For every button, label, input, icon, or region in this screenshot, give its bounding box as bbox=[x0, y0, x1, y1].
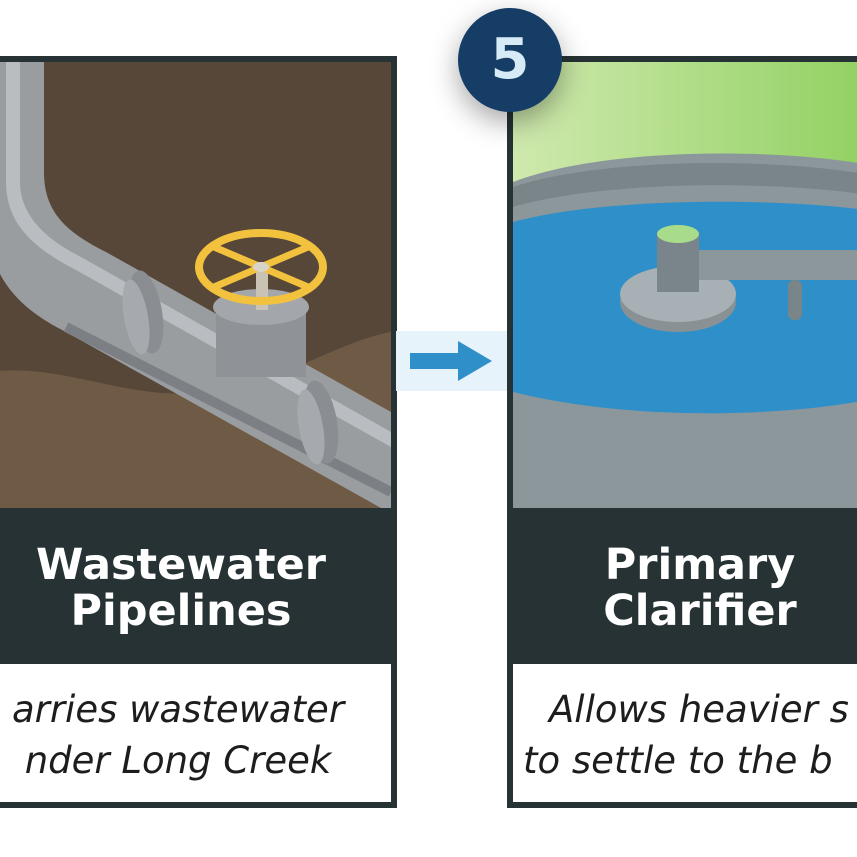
description-line-1: arries wastewater bbox=[11, 688, 345, 731]
flow-connector bbox=[396, 331, 507, 391]
card-description: Allows heavier s to settle to the b bbox=[513, 664, 857, 802]
valve-wheel-icon bbox=[195, 229, 327, 305]
title-line-2: Clarifier bbox=[603, 586, 797, 636]
clarifier-illustration bbox=[513, 62, 857, 508]
right-arrow-icon bbox=[396, 331, 507, 391]
title-band bbox=[513, 508, 857, 664]
step-number-badge: 5 bbox=[458, 8, 562, 112]
title-line-1: Wastewater bbox=[36, 540, 326, 590]
description-line-1: Allows heavier s bbox=[549, 688, 849, 731]
step-number: 5 bbox=[490, 27, 530, 92]
title-band bbox=[0, 508, 391, 664]
card-description: arries wastewater nder Long Creek bbox=[0, 664, 391, 802]
description-line-2: nder Long Creek bbox=[24, 739, 332, 782]
pipeline-illustration bbox=[0, 62, 391, 508]
card-title: Wastewater Pipelines bbox=[0, 542, 376, 634]
description-line-2: to settle to the b bbox=[523, 739, 833, 782]
card-title: Primary Clarifier bbox=[513, 540, 857, 636]
title-line-2: Pipelines bbox=[70, 586, 292, 636]
title-line-1: Primary bbox=[604, 540, 796, 590]
primary-clarifier-card: Primary Clarifier Allows heavier s to se… bbox=[507, 56, 857, 808]
wastewater-pipelines-card: Wastewater Pipelines arries wastewater n… bbox=[0, 56, 397, 808]
